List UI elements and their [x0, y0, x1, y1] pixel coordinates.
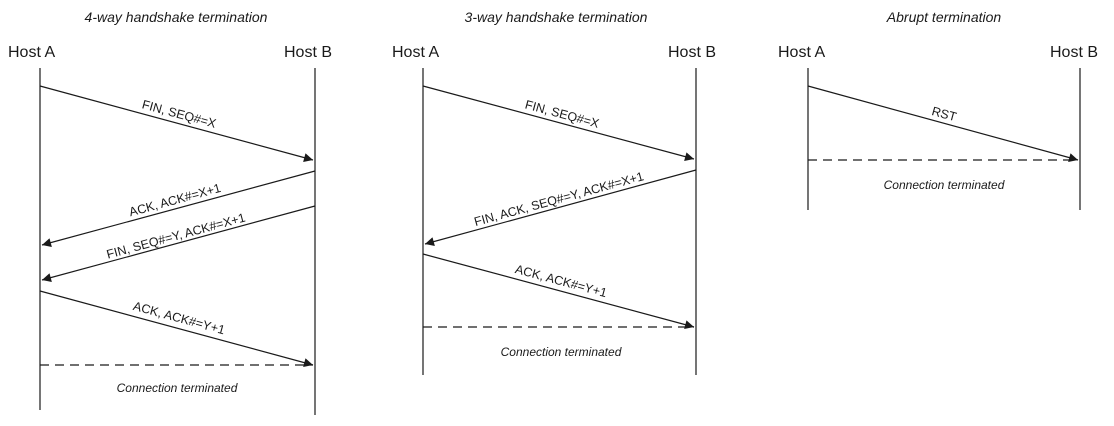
diagram-title: Abrupt termination	[886, 9, 1002, 25]
host-a-label: Host A	[8, 44, 55, 61]
diagram-3-way: 3-way handshake termination Host A Host …	[392, 9, 716, 375]
diagram-abrupt: Abrupt termination Host A Host B RST Con…	[778, 9, 1098, 210]
message-label: ACK, ACK#=Y+1	[514, 262, 609, 300]
host-b-label: Host B	[1050, 44, 1098, 61]
message-label: ACK, ACK#=Y+1	[132, 299, 227, 337]
message-arrow	[424, 169, 697, 246]
connection-terminated-label: Connection terminated	[117, 381, 238, 395]
message-arrow	[422, 85, 695, 162]
message-arrow	[39, 290, 314, 367]
message-label: FIN, SEQ#=X	[141, 97, 219, 131]
diagram-title: 4-way handshake termination	[85, 9, 268, 25]
message-arrow	[41, 205, 316, 282]
connection-terminated-label: Connection terminated	[884, 178, 1005, 192]
host-b-label: Host B	[284, 44, 332, 61]
message-arrow	[41, 170, 316, 247]
message-label: FIN, SEQ#=Y, ACK#=X+1	[105, 211, 247, 262]
message-label: FIN, ACK, SEQ#=Y, ACK#=X+1	[473, 169, 646, 229]
message-arrow	[422, 253, 695, 330]
host-a-label: Host A	[392, 44, 439, 61]
connection-terminated-label: Connection terminated	[501, 345, 622, 359]
diagram-title: 3-way handshake termination	[465, 9, 648, 25]
message-label: FIN, SEQ#=X	[523, 97, 601, 131]
message-arrow	[807, 85, 1079, 162]
message-arrow	[39, 85, 314, 162]
host-b-label: Host B	[668, 44, 716, 61]
diagram-4-way: 4-way handshake termination Host A Host …	[8, 9, 332, 415]
message-label: RST	[930, 104, 958, 124]
host-a-label: Host A	[778, 44, 825, 61]
